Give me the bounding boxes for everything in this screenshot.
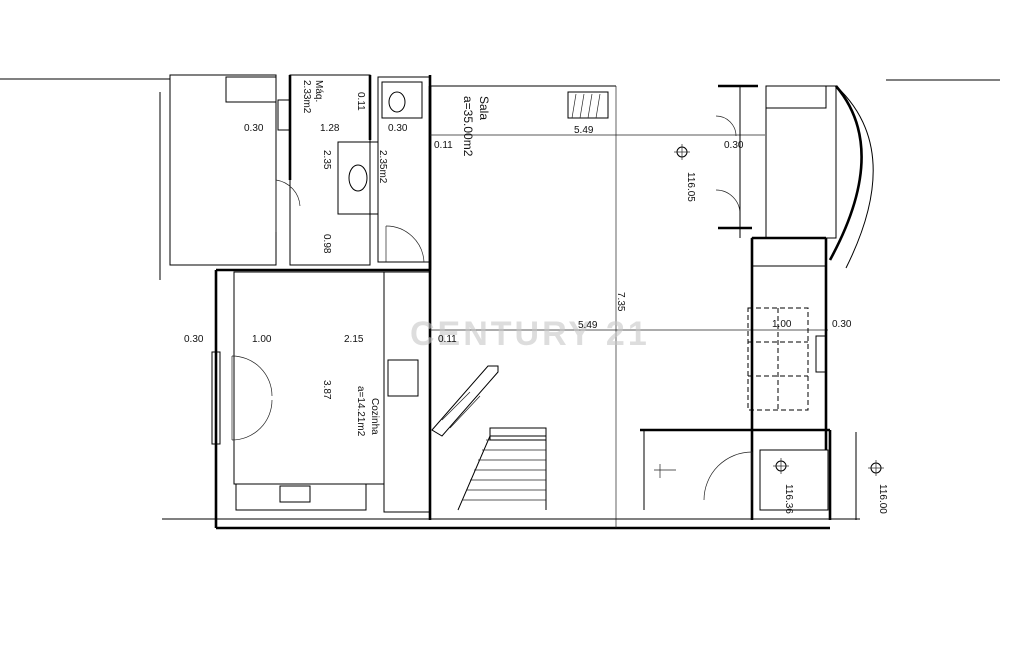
- level-116-36: 116.36: [783, 484, 794, 514]
- stove-icon: [387, 359, 419, 397]
- terrace-door: [275, 179, 301, 232]
- level-marker-icon: [773, 458, 789, 474]
- wc-door-swing-icon: [385, 225, 425, 263]
- dim-0-30-left: 0.30: [184, 334, 204, 345]
- lower-hall: [640, 428, 832, 520]
- room-maq: [288, 74, 372, 266]
- dim-7-35: 7.35: [615, 292, 626, 312]
- dashed-table: [747, 307, 809, 411]
- sala-name: Sala: [477, 96, 491, 120]
- boundary-lines: [0, 78, 1000, 530]
- room-cozinha: [211, 268, 431, 528]
- dim-2-15: 2.15: [344, 334, 364, 345]
- stairs: [431, 365, 547, 511]
- cozinha-name: Cozinha: [369, 398, 380, 435]
- kitchen-sink-icon: [279, 485, 311, 503]
- sink-icon: [388, 91, 406, 113]
- maq-area: 2.33m2: [301, 80, 312, 114]
- level-markers: [674, 144, 884, 520]
- right-terrace: [715, 84, 874, 520]
- sala-area: a=35.00m2: [461, 96, 475, 157]
- dim-0-30-top: 0.30: [244, 123, 264, 134]
- dim-0-11-mid: 0.11: [438, 334, 457, 345]
- watermark-text: CENTURY 21: [410, 315, 650, 353]
- cozinha-area: a=14.21m2: [355, 386, 366, 437]
- dim-3-87: 3.87: [321, 380, 332, 400]
- level-marker-icon: [868, 460, 884, 476]
- dim-1-28: 1.28: [320, 123, 340, 134]
- level-marker-icon: [674, 144, 690, 160]
- dim-0-30-wc: 0.30: [388, 123, 408, 134]
- hall-door-swing-icon: [703, 451, 753, 501]
- room-sala: [428, 86, 828, 528]
- dim-0-98: 0.98: [321, 234, 332, 254]
- maq-name: Máq.: [313, 80, 324, 102]
- dim-2-35: 2.35: [321, 150, 332, 170]
- kitchen-door-swing-icon: [231, 355, 273, 397]
- dim-1-00-left: 1.00: [252, 334, 272, 345]
- wc-area: 2.35m2: [377, 150, 388, 184]
- dim-0-30-right: 0.30: [724, 140, 744, 151]
- toilet-icon: [348, 164, 368, 192]
- left-terrace: [169, 74, 291, 266]
- dim-0-11-sala: 0.11: [434, 140, 453, 151]
- level-116-05: 116.05: [685, 172, 696, 202]
- dim-0-11-top: 0.11: [355, 92, 366, 111]
- level-116-00: 116.00: [877, 484, 888, 514]
- dim-0-30-far: 0.30: [832, 319, 852, 330]
- dim-1-00-right: 1.00: [772, 319, 792, 330]
- dim-5-49-mid: 5.49: [578, 320, 598, 331]
- dim-5-49-top: 5.49: [574, 125, 594, 136]
